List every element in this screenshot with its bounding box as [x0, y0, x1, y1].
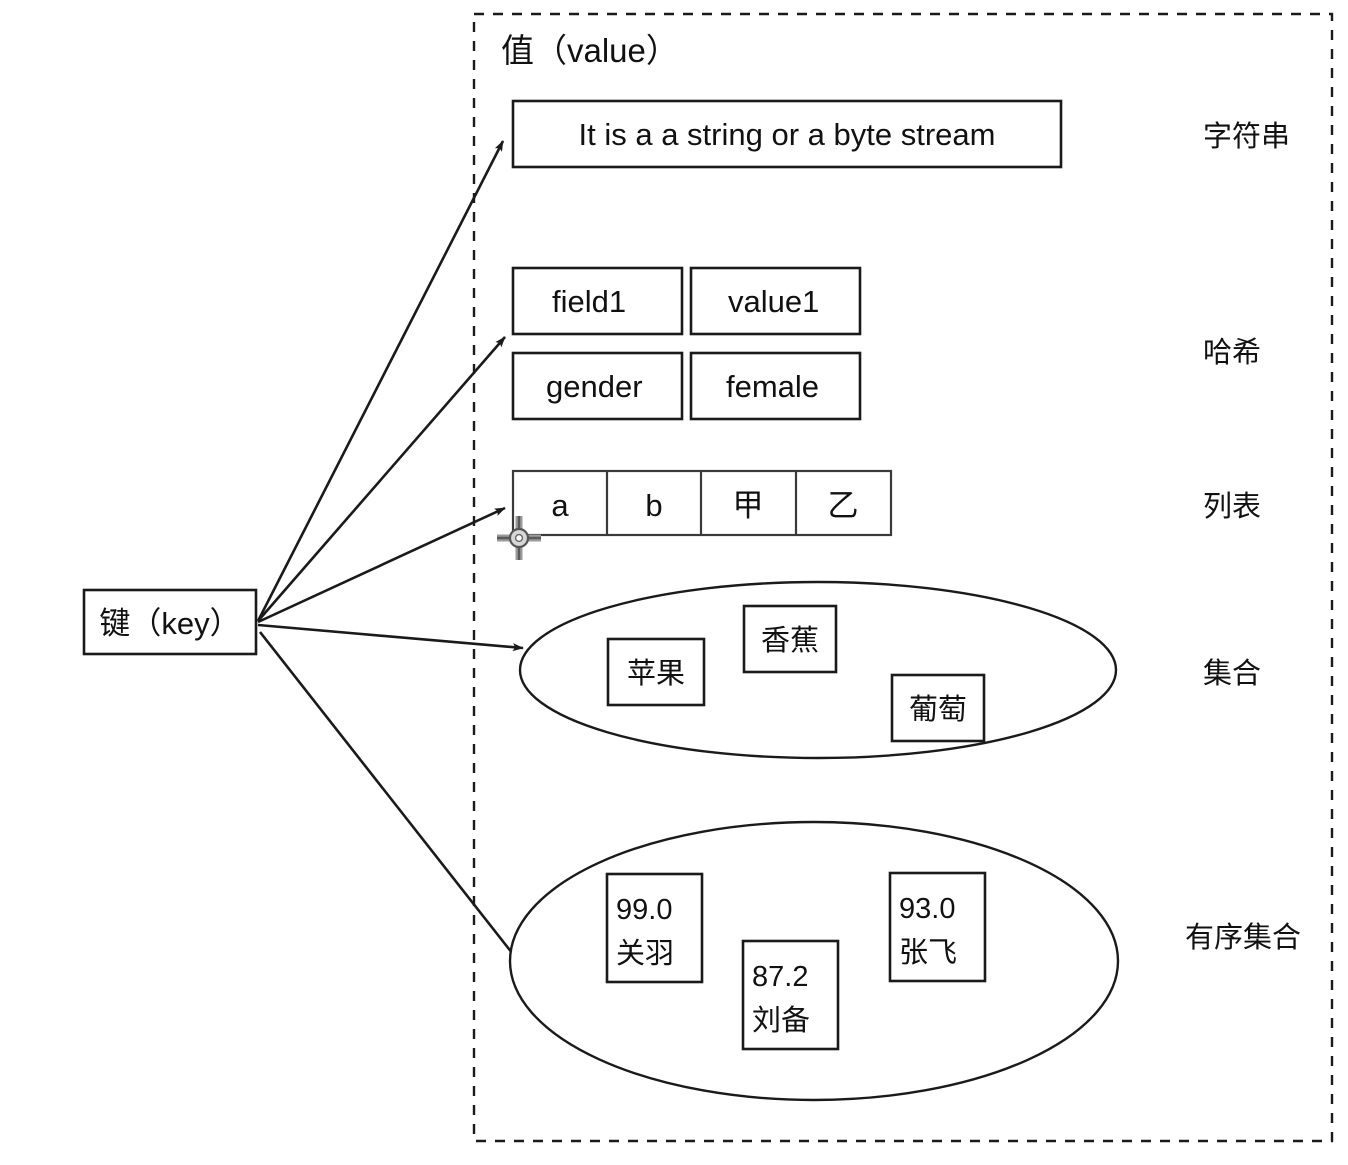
- hash-field-box-1: [511, 351, 684, 421]
- list-item-text-0: a: [551, 488, 569, 523]
- connector-key-to-list: [257, 506, 506, 624]
- type-label-hash: 哈希: [1203, 336, 1261, 369]
- hash-field-text-0: field1: [552, 284, 626, 319]
- key-node-label: 键（key）: [99, 606, 240, 641]
- hash-field-text-1: gender: [546, 369, 643, 404]
- list-item-text-3: 乙: [828, 488, 859, 523]
- string-value-box: [511, 99, 1063, 169]
- list-item-text-2: 甲: [733, 488, 764, 523]
- value-region-border: [472, 12, 1334, 1143]
- set-member-box-0: [606, 637, 706, 707]
- zset-member-box-0: [605, 872, 704, 984]
- string-value-text: It is a a string or a byte stream: [579, 117, 996, 152]
- zset-score-text-0: 99.0: [616, 894, 672, 926]
- set-member-text-2: 葡萄: [909, 693, 967, 726]
- type-label-zset: 有序集合: [1185, 921, 1301, 954]
- hash-value-text-1: female: [726, 369, 819, 404]
- hash-value-text-0: value1: [728, 284, 819, 319]
- set-member-text-1: 香蕉: [761, 624, 819, 657]
- value-region-title: 值（value）: [501, 32, 679, 69]
- zset-name-text-2: 张飞: [899, 937, 957, 969]
- key-node-box: [82, 588, 258, 656]
- connector-key-to-string: [256, 140, 505, 622]
- connector-key-to-set: [257, 623, 524, 652]
- type-label-set: 集合: [1203, 657, 1261, 690]
- zset-name-text-1: 刘备: [752, 1004, 810, 1037]
- hash-field-box-0: [511, 266, 684, 336]
- zset-score-text-2: 93.0: [899, 893, 955, 925]
- zset-member-box-2: [888, 871, 987, 983]
- set-member-box-2: [890, 673, 986, 743]
- zset-name-text-0: 关羽: [616, 937, 674, 970]
- hash-value-box-1: [689, 351, 862, 421]
- zset-member-box-1: [741, 939, 840, 1051]
- set-member-text-0: 苹果: [627, 657, 685, 690]
- zset-score-text-1: 87.2: [752, 961, 808, 993]
- list-item-text-1: b: [645, 488, 662, 523]
- set-member-box-1: [742, 604, 838, 674]
- type-label-string: 字符串: [1203, 120, 1290, 153]
- hash-value-box-0: [689, 266, 862, 336]
- type-label-list: 列表: [1203, 490, 1261, 523]
- connector-key-to-hash: [257, 336, 506, 622]
- connector-key-to-zset: [258, 631, 529, 973]
